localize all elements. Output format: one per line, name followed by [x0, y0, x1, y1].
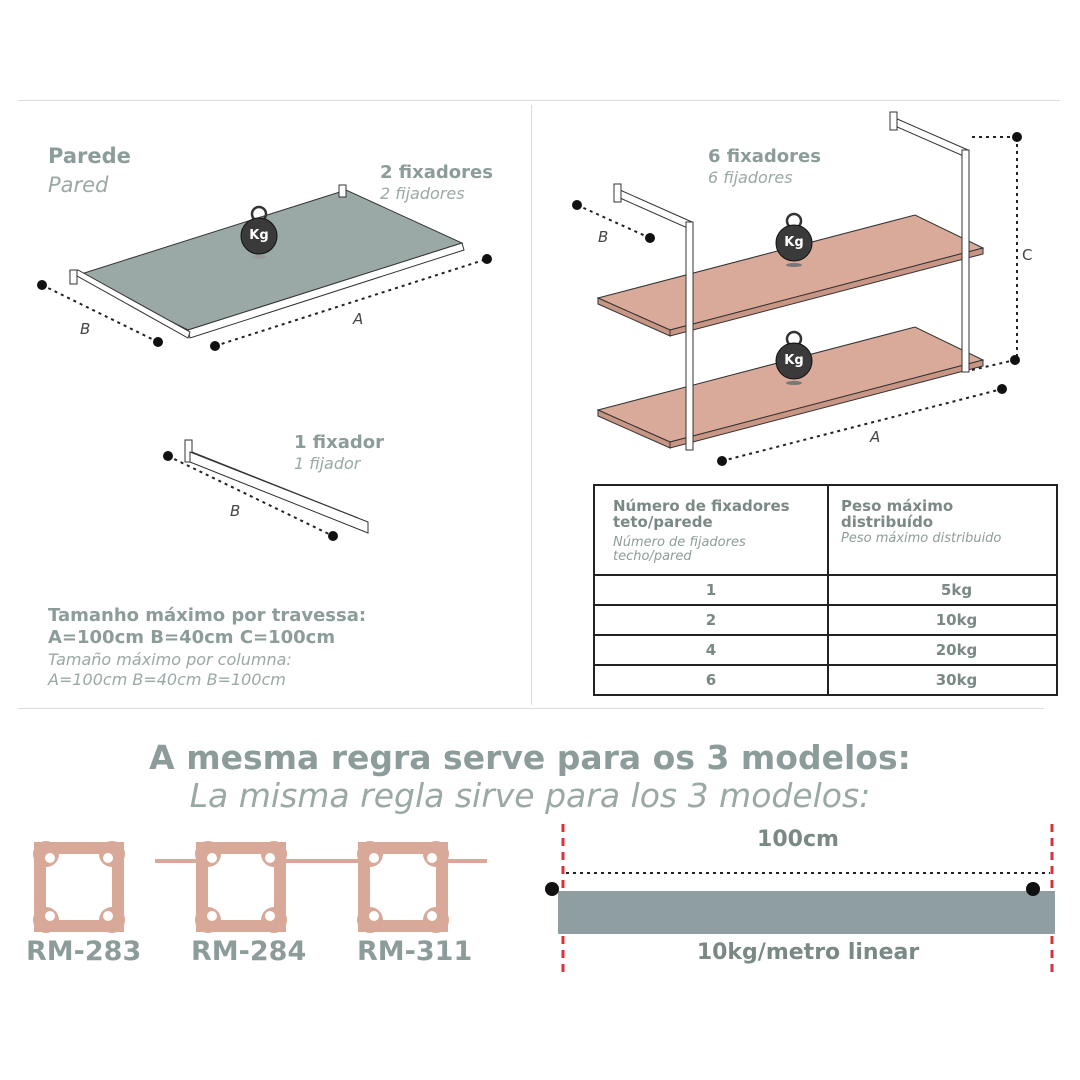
dimension-c-label: C	[1022, 246, 1033, 264]
model-label-rm283: RM-283	[26, 936, 142, 967]
dimension-dot	[645, 233, 655, 243]
load-table: Número de fixadores teto/parede Número d…	[593, 484, 1058, 696]
center-divider	[531, 105, 532, 705]
dimension-dot	[482, 254, 492, 264]
weight-cell: 30kg	[827, 664, 1058, 696]
wall-subtitle: Pared	[48, 173, 109, 197]
dimension-dot	[163, 451, 173, 461]
dimension-dot	[1026, 882, 1040, 896]
weight-label: Kg	[784, 353, 804, 368]
ceiling-bracket-right	[894, 117, 969, 159]
dimension-b-line	[41, 284, 159, 343]
max-size-subtitle: Tamaño máximo por columna:	[48, 650, 292, 669]
dimension-b-label: B	[230, 502, 241, 520]
wall-bracket-left	[69, 269, 78, 285]
weight-icon	[240, 205, 278, 259]
table-header-row: Número de fixadores teto/parede Número d…	[593, 484, 1058, 576]
one-fixer-title: 1 fixador	[294, 432, 385, 453]
column-right	[961, 149, 970, 373]
weight-icon	[775, 330, 813, 385]
single-fixer-diagram	[163, 439, 369, 541]
dimension-a-label: A	[870, 428, 881, 446]
column-left	[685, 221, 694, 451]
max-size-sub-values: A=100cm B=40cm B=100cm	[48, 670, 286, 689]
table-row: 2 10kg	[593, 604, 1058, 636]
rule-title: A mesma regra serve para os 3 modelos:	[149, 738, 911, 777]
weight-label: Kg	[249, 228, 269, 243]
wall-bracket-right	[338, 184, 347, 198]
table-header-fixers: Número de fixadores teto/parede Número d…	[593, 484, 829, 576]
dimension-dot	[1012, 132, 1022, 142]
table-header-weight: Peso máximo distribuído Peso máximo dist…	[827, 484, 1058, 576]
weight-cell: 20kg	[827, 634, 1058, 666]
dimension-dot	[210, 341, 220, 351]
table-row: 4 20kg	[593, 634, 1058, 666]
six-fixers-subtitle: 6 fijadores	[708, 168, 793, 187]
dimension-dot	[717, 456, 727, 466]
weight-cell: 5kg	[827, 574, 1058, 606]
rule-subtitle: La misma regla sirve para los 3 modelos:	[189, 776, 871, 815]
table-row: 6 30kg	[593, 664, 1058, 696]
model-label-rm311: RM-311	[357, 936, 473, 967]
profile-rm284	[195, 841, 287, 933]
top-divider	[18, 100, 1060, 101]
col2-title: Peso máximo distribuído	[841, 497, 954, 531]
dimension-dot	[572, 200, 582, 210]
span-label: 100cm	[757, 827, 839, 852]
table-row: 1 5kg	[593, 574, 1058, 606]
dimension-dot	[328, 531, 338, 541]
weight-label: Kg	[784, 235, 804, 250]
glass-shelf-diagram	[37, 184, 492, 351]
linear-bar	[558, 891, 1055, 934]
fixers-cell: 6	[593, 664, 829, 696]
fixers-cell: 2	[593, 604, 829, 636]
dimension-dot	[997, 384, 1007, 394]
six-fixers-title: 6 fixadores	[708, 146, 821, 167]
dimension-b-label: B	[598, 228, 609, 246]
middle-divider	[18, 708, 1044, 709]
dimension-a-line	[214, 258, 488, 347]
linear-load-diagram	[545, 824, 1055, 973]
fixers-cell: 1	[593, 574, 829, 606]
two-shelf-diagram	[572, 111, 1022, 466]
dimension-b-label: B	[80, 320, 91, 338]
two-fixers-subtitle: 2 fijadores	[380, 184, 465, 203]
col1-title: Número de fixadores teto/parede	[613, 497, 790, 531]
weight-icon	[775, 212, 813, 267]
profile-rm311	[357, 841, 449, 933]
dimension-a-label: A	[353, 310, 364, 328]
max-size-values: A=100cm B=40cm C=100cm	[48, 627, 336, 648]
col2-subtitle: Peso máximo distribuido	[841, 531, 1002, 546]
dimension-dot	[1010, 355, 1020, 365]
wall-bracket-left	[619, 189, 693, 231]
dimension-dot	[153, 337, 163, 347]
dimension-dot	[37, 280, 47, 290]
profile-rm283	[33, 841, 125, 933]
load-label: 10kg/metro linear	[696, 940, 920, 965]
col1-subtitle: Número de fijadores techo/pared	[613, 535, 746, 564]
weight-cell: 10kg	[827, 604, 1058, 636]
model-label-rm284: RM-284	[191, 936, 307, 967]
wall-title: Parede	[48, 144, 131, 168]
fixer-wall-plate	[184, 439, 193, 463]
dimension-dot	[545, 882, 559, 896]
two-fixers-title: 2 fixadores	[380, 162, 493, 183]
fixers-cell: 4	[593, 634, 829, 666]
one-fixer-subtitle: 1 fijador	[294, 454, 361, 473]
max-size-title: Tamanho máximo por travessa:	[48, 605, 367, 626]
